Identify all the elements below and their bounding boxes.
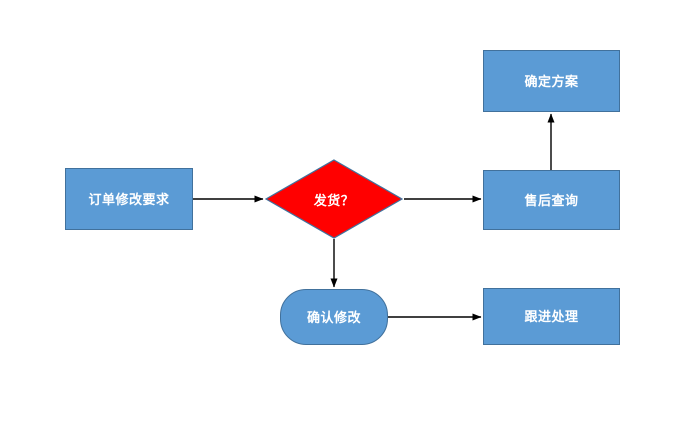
node-confirm-plan[interactable]: 确定方案 (483, 50, 620, 112)
node-confirm-modification[interactable]: 确认修改 (280, 289, 388, 345)
node-label: 确认修改 (306, 309, 361, 325)
node-follow-up-processing[interactable]: 跟进处理 (483, 288, 620, 345)
node-label: 订单修改要求 (88, 191, 170, 207)
node-after-sales-inquiry[interactable]: 售后查询 (483, 170, 620, 230)
node-order-change-request[interactable]: 订单修改要求 (65, 168, 193, 230)
node-label: 跟进处理 (524, 309, 579, 324)
node-label: 确定方案 (524, 73, 579, 89)
node-label: 售后查询 (524, 192, 579, 208)
node-shipped-decision[interactable]: 发货？ (265, 159, 403, 239)
diamond-shape (265, 159, 403, 239)
